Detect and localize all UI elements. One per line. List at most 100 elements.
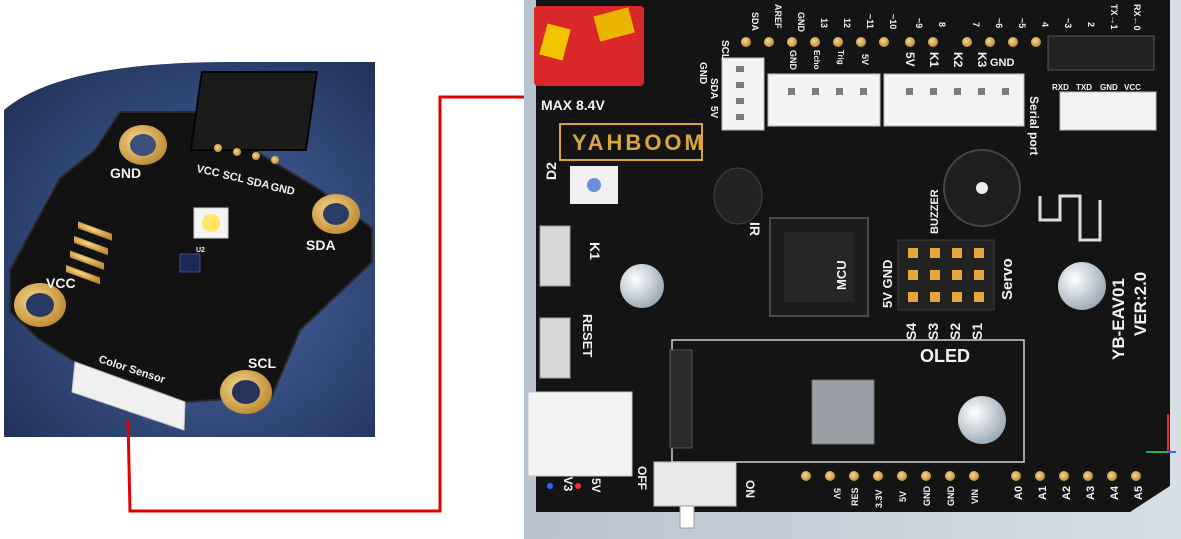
yahboom-logo: YAHBOOM — [572, 130, 706, 155]
label-buzzer: BUZZER — [929, 189, 941, 234]
corner-label-scl: SCL — [248, 355, 276, 371]
analog-label-a2: A2 — [1061, 486, 1073, 500]
mcu-die — [784, 232, 854, 302]
side-pads — [66, 221, 112, 285]
analog-label-a1: A1 — [1037, 486, 1049, 500]
label-ir: IR — [747, 222, 763, 236]
i2c-label-scl: SCL — [719, 40, 730, 60]
label-oled: OLED — [920, 346, 970, 366]
pin-label-2: 2 — [1086, 22, 1096, 27]
ir-receiver — [713, 167, 763, 225]
i2c-label-gnd: GND — [697, 62, 708, 84]
corner-label-gnd: GND — [110, 165, 141, 181]
analog-pin-labels: A0 A1 A2 A3 A4 A5 — [1013, 485, 1145, 500]
power-limit-label: MAX 8.4V — [541, 97, 605, 113]
label-s3: S3 — [925, 323, 941, 340]
ultra-label-5v: 5V — [860, 54, 870, 65]
label-k1: K1 — [587, 242, 603, 260]
corner-label-sda: SDA — [306, 237, 336, 253]
i2c-header: GND SDA SCL 5V — [697, 40, 765, 131]
pin-label-aref: AREF — [773, 4, 783, 29]
pin-label-4: 4 — [1040, 22, 1050, 27]
sensor-pin-row — [214, 144, 279, 164]
pin-label-13: 13 — [819, 18, 829, 28]
label-on: ON — [743, 480, 757, 498]
key-label-k1: K1 — [927, 52, 941, 68]
pin-label-5: ~5 — [1017, 18, 1027, 28]
pin-label-6: ~6 — [994, 18, 1004, 28]
power-switch — [534, 6, 644, 86]
led-lens — [202, 214, 220, 232]
pin-label-gnd: GND — [796, 12, 806, 33]
power-pin-labels: 5V RES 3.3V 5V GND GND VIN — [832, 486, 980, 509]
pin-label-10: ~10 — [888, 14, 898, 29]
controller-board: MAX 8.4V YAHBOOM SDA AREF GND 13 12 ~11 … — [524, 0, 1181, 539]
key-label-k3: K3 — [975, 52, 989, 68]
capacitor-1 — [620, 264, 664, 308]
corner-label-vcc: VCC — [46, 275, 76, 291]
label-servo: Servo — [999, 258, 1016, 300]
sensor-pin-scl: SCL — [221, 169, 245, 185]
color-sensor-module: VCC SCL SDA GND GND SDA VCC SCL — [4, 62, 375, 437]
analog-label-a4: A4 — [1109, 485, 1121, 500]
label-s2: S2 — [947, 323, 963, 340]
mount-hole-gnd — [119, 125, 167, 165]
pin-label-3: ~3 — [1063, 18, 1073, 28]
serial-label-txd: TXD — [1076, 83, 1092, 92]
led-red — [575, 483, 581, 489]
pin-label-12: 12 — [842, 18, 852, 28]
label-reset: RESET — [580, 314, 595, 357]
power-label-gnd-2: GND — [946, 486, 956, 507]
sensor-pin-gnd: GND — [269, 181, 295, 198]
led-blue — [547, 483, 553, 489]
bottom-pin-header — [801, 471, 1141, 481]
label-3v3: 3V3 — [561, 470, 575, 492]
color-sensor-chip — [179, 253, 201, 273]
button-k1 — [539, 225, 571, 287]
top-pin-labels: SDA AREF GND 13 12 ~11 ~10 ~9 8 7 ~6 ~5 … — [750, 4, 1142, 33]
analog-label-a0: A0 — [1013, 486, 1025, 500]
sensor-pin-vcc: VCC — [195, 163, 220, 180]
pin-label-11: ~11 — [865, 14, 875, 29]
rgb-led-lens — [587, 178, 601, 192]
ultra-label-gnd: GND — [788, 50, 798, 71]
key-label-gnd: GND — [990, 57, 1015, 69]
antenna-trace — [1038, 194, 1102, 242]
servo-header — [897, 239, 995, 311]
ultrasonic-header: GND Echo Trig 5V — [767, 50, 881, 127]
oled-header — [669, 349, 693, 449]
label-mcu: MCU — [834, 260, 849, 290]
ultra-label-trig: Trig — [836, 50, 845, 65]
power-label-5v-2: 5V — [898, 491, 908, 502]
serial-port-label: Serial port — [1027, 96, 1041, 155]
pin-label-9: ~9 — [914, 18, 924, 28]
logo-frame — [559, 123, 703, 161]
sensor-top-connector — [189, 71, 319, 151]
chip-label: U2 — [196, 247, 205, 254]
capacitor-2 — [1058, 262, 1106, 310]
serial-header: RXD TXD GND VCC Serial port — [1027, 35, 1157, 155]
analog-label-a3: A3 — [1085, 486, 1097, 500]
inductor — [811, 379, 875, 445]
pin-label-sda: SDA — [750, 12, 760, 32]
power-label-vin: VIN — [970, 489, 980, 504]
label-s4: S4 — [903, 323, 919, 340]
pin-label-rx: RX←0 — [1132, 4, 1142, 31]
usb-connector — [527, 391, 633, 477]
pin-label-tx: TX→1 — [1109, 4, 1119, 30]
buzzer-hole — [976, 182, 988, 194]
i2c-label-5v: 5V — [708, 106, 719, 119]
label-d2: D2 — [543, 162, 559, 180]
pin-label-8: 8 — [937, 22, 947, 27]
label-version: VER:2.0 — [1131, 272, 1150, 336]
analog-label-a5: A5 — [1133, 486, 1145, 500]
serial-label-gnd: GND — [1100, 83, 1118, 92]
capacitor-3 — [958, 396, 1006, 444]
serial-label-rxd: RXD — [1052, 83, 1069, 92]
label-servo-power: 5V GND — [880, 260, 895, 308]
pin-label-7: 7 — [971, 22, 981, 27]
power-label-33v: 3.3V — [874, 489, 884, 508]
key-label-k2: K2 — [951, 52, 965, 68]
sensor-bottom-connector — [71, 361, 186, 431]
